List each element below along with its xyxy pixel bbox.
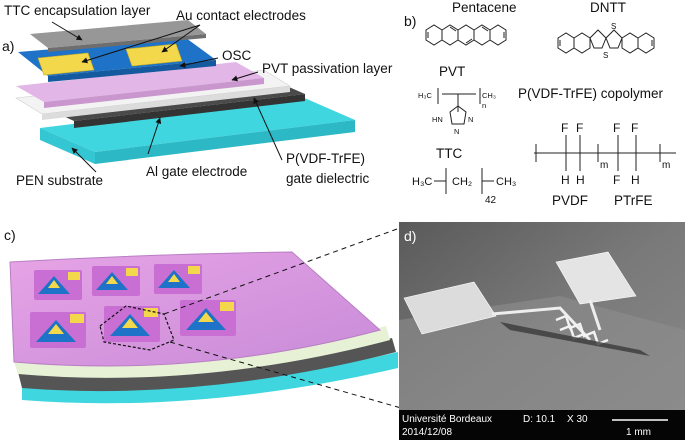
pen-substrate-layer [40,96,355,164]
pvdf-m2: m [662,160,670,171]
dntt-structure [557,29,655,54]
panel-c-letter: c) [4,227,16,243]
sem-left-pad [403,281,497,335]
pvdf-h2: H [576,173,585,187]
label-pentacene: Pentacene [452,0,517,15]
pvt-passivation-layer [16,62,264,108]
sem-institution: Université Bordeaux [402,414,492,425]
label-osc: OSC [222,48,252,63]
pvt-n-subscript: n [482,101,486,110]
transistor-cell [104,306,160,342]
label-dntt: DNTT [590,0,626,15]
ttc-ch3: CH₃ [496,176,516,188]
pvdf-trfe-structure: F F F F m m H H F H [534,121,676,187]
label-pen-substrate: PEN substrate [16,173,103,188]
sem-substrate [399,296,685,410]
sem-trace-left [491,306,592,342]
dntt-s-top: S [611,22,616,31]
panel-b-letter: b) [404,13,416,29]
sem-distance: D: 10.1 [523,414,556,425]
zoom-line-top [163,224,409,315]
pvdf-m1: m [600,160,608,171]
sem-edge [500,322,650,356]
transistor-cell [92,266,140,296]
ttc-subscript: 42 [485,195,497,206]
pvt-ch3: CH₃ [482,91,496,100]
pvt-hn: HN [432,115,443,124]
label-pvdf-line2: gate dielectric [286,171,370,186]
label-ttc: TTC [436,146,462,161]
sem-right-pad [555,251,637,305]
pvt-n1: N [468,115,473,124]
panel-a: a) [2,3,393,188]
transistor-cell [180,300,236,336]
pvt-h3c: H₃C [418,91,432,100]
transistor-array [30,264,236,348]
pvdf-f4: F [631,121,638,135]
pvdf-h3: H [631,173,640,187]
sem-trace-right [588,299,602,331]
label-pvdf-copolymer: P(VDF-TrFE) copolymer [518,86,664,101]
sem-info-bar [399,410,685,440]
panel-c: c) [4,224,409,411]
label-pvdf: PVDF [552,193,588,208]
panel-d-letter: d) [404,228,416,244]
label-al-gate: Al gate electrode [146,164,247,179]
ttc-h3c: H₃C [412,176,432,188]
pvt-n2: N [454,127,459,136]
pvdf-f5: F [613,173,620,187]
ttc-encapsulation-layer [30,20,206,52]
transistor-cell [34,270,82,300]
label-pvt: PVT [439,64,465,79]
zoom-region-outline [99,305,175,351]
ttc-structure: H₃C CH₂ CH₃ 42 [412,168,516,206]
label-pvdf-line1: P(VDF-TrFE) [286,151,365,166]
c-dielectric-layer [14,326,390,378]
pvdf-f2: F [576,121,583,135]
panel-d: d) Université Bordeaux 2014/12/08 D: 10.… [399,222,685,440]
sem-scale-label: 1 mm [626,427,651,438]
pvt-structure [437,88,481,125]
panel-b: b) Pentacene DNTT S S [404,0,676,208]
transistor-cell [30,312,86,348]
pvdf-f1: F [561,121,568,135]
label-ttc-encapsulation: TTC encapsulation layer [4,3,151,18]
pvdf-h1: H [561,173,570,187]
label-au-contact: Au contact electrodes [176,8,306,23]
panel-a-letter: a) [2,38,14,54]
pentacene-structure [425,24,507,46]
transistor-cell [154,264,202,294]
sem-magnification: X 30 [567,414,588,425]
pvdf-f3: F [613,121,620,135]
ttc-ch2: CH₂ [452,176,472,188]
dntt-s-bottom: S [603,51,608,60]
label-ptrfe: PTrFE [614,193,653,208]
sem-date: 2014/12/08 [402,427,452,438]
label-pvt-passivation: PVT passivation layer [262,61,393,76]
